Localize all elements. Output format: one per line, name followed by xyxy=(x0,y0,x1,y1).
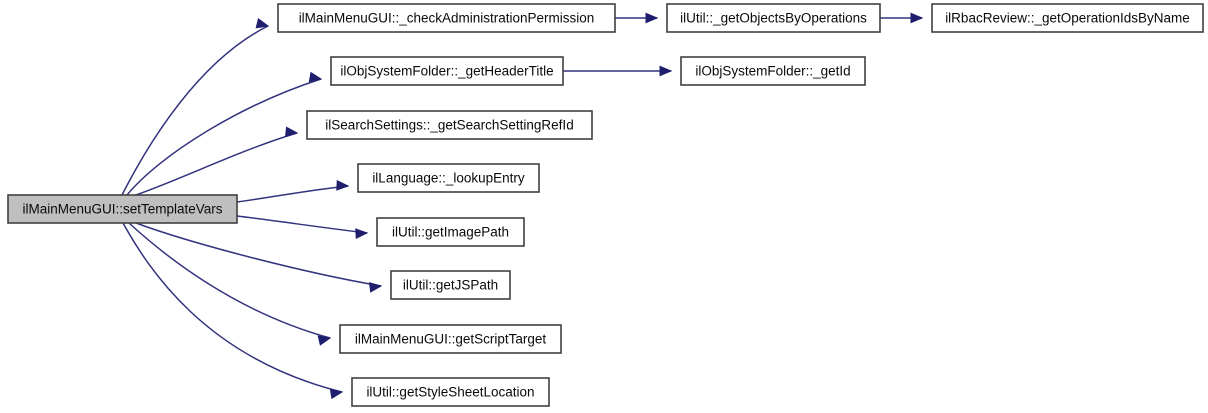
call-edge xyxy=(236,215,368,234)
node-label: ilUtil::getImagePath xyxy=(392,225,509,240)
arrow-head-icon xyxy=(355,228,369,239)
node-box[interactable] xyxy=(330,56,564,86)
graph-node[interactable]: ilSearchSettings::_getSearchSettingRefId xyxy=(306,110,593,140)
arrow-head-icon xyxy=(659,65,673,77)
graph-node-root[interactable]: ilMainMenuGUI::setTemplateVars xyxy=(7,194,238,224)
call-edge xyxy=(121,25,269,196)
call-edge xyxy=(126,78,322,196)
graph-node[interactable]: ilObjSystemFolder::_getHeaderTitle xyxy=(330,56,564,86)
call-edge xyxy=(132,132,298,197)
call-edge xyxy=(236,185,349,203)
graph-node[interactable]: ilRbacReview::_getOperationIdsByName xyxy=(931,3,1204,33)
arrow-head-icon xyxy=(308,71,323,83)
graph-node[interactable]: ilUtil::getStyleSheetLocation xyxy=(351,377,550,407)
node-label: ilLanguage::_lookupEntry xyxy=(372,171,525,186)
call-edge xyxy=(135,222,382,287)
node-box[interactable] xyxy=(666,3,881,33)
graph-node[interactable]: ilMainMenuGUI::_checkAdministrationPermi… xyxy=(277,3,616,33)
call-edge xyxy=(122,222,343,393)
arrow-head-icon xyxy=(329,388,344,400)
node-label: ilRbacReview::_getOperationIdsByName xyxy=(945,11,1190,26)
node-box[interactable] xyxy=(357,163,540,193)
node-box[interactable] xyxy=(680,56,866,86)
node-label: ilSearchSettings::_getSearchSettingRefId xyxy=(325,118,573,133)
graph-node[interactable]: ilMainMenuGUI::getScriptTarget xyxy=(339,324,562,354)
nodes-layer: ilMainMenuGUI::setTemplateVarsilMainMenu… xyxy=(7,3,1204,407)
node-box[interactable] xyxy=(306,110,593,140)
node-box[interactable] xyxy=(7,194,238,224)
node-label: ilMainMenuGUI::setTemplateVars xyxy=(22,202,222,217)
arrow-head-icon xyxy=(336,180,350,191)
node-label: ilObjSystemFolder::_getHeaderTitle xyxy=(340,64,553,79)
node-label: ilUtil::getJSPath xyxy=(403,278,498,293)
graph-node[interactable]: ilUtil::getJSPath xyxy=(390,270,511,300)
node-label: ilMainMenuGUI::_checkAdministrationPermi… xyxy=(299,11,595,26)
node-box[interactable] xyxy=(277,3,616,33)
arrow-head-icon xyxy=(368,282,383,293)
graph-node[interactable]: ilUtil::getImagePath xyxy=(376,217,525,247)
graph-node[interactable]: ilLanguage::_lookupEntry xyxy=(357,163,540,193)
arrow-head-icon xyxy=(285,126,299,138)
arrow-head-icon xyxy=(255,18,270,29)
node-label: ilUtil::getStyleSheetLocation xyxy=(366,385,534,400)
node-box[interactable] xyxy=(931,3,1204,33)
node-box[interactable] xyxy=(390,270,511,300)
arrow-head-icon xyxy=(645,12,659,24)
arrow-head-icon xyxy=(910,12,924,24)
node-label: ilMainMenuGUI::getScriptTarget xyxy=(355,332,547,347)
graph-node[interactable]: ilObjSystemFolder::_getId xyxy=(680,56,866,86)
node-label: ilUtil::_getObjectsByOperations xyxy=(680,11,867,26)
node-label: ilObjSystemFolder::_getId xyxy=(695,64,850,79)
edges-layer xyxy=(121,12,924,400)
arrow-head-icon xyxy=(317,335,332,346)
graph-node[interactable]: ilUtil::_getObjectsByOperations xyxy=(666,3,881,33)
node-box[interactable] xyxy=(339,324,562,354)
call-edge xyxy=(128,222,331,339)
node-box[interactable] xyxy=(351,377,550,407)
node-box[interactable] xyxy=(376,217,525,247)
